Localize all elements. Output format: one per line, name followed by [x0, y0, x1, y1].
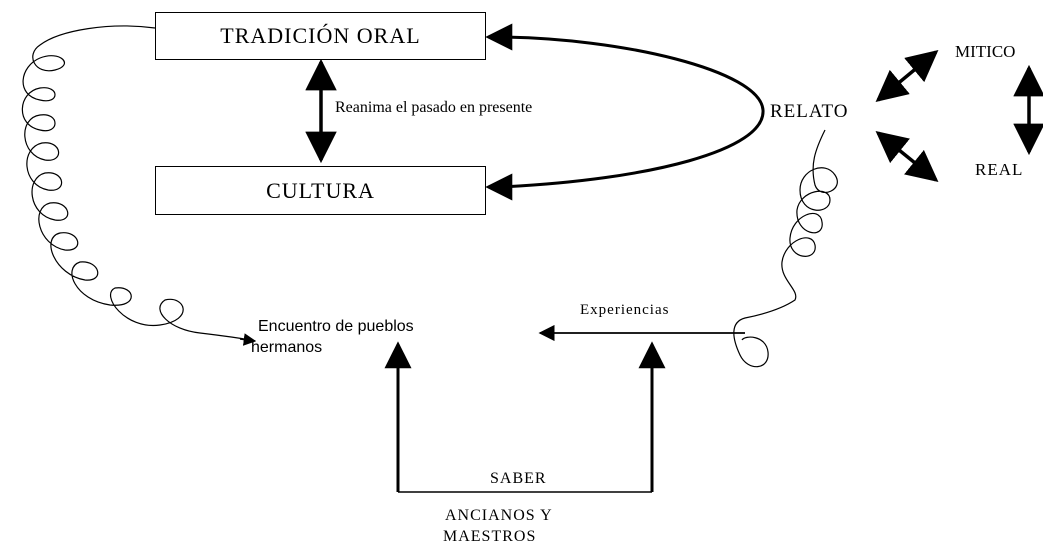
ancianos-label-line1: ANCIANOS Y — [445, 507, 553, 524]
ancianos-label-line2: MAESTROS — [443, 528, 537, 545]
cultura-box: CULTURA — [155, 166, 486, 215]
left-curve-arrow-end — [239, 333, 257, 346]
experiencias-label: Experiencias — [580, 302, 670, 318]
relato-label: RELATO — [770, 101, 849, 122]
mitico-label: MITICO — [955, 42, 1016, 61]
tradicion-oral-box: TRADICIÓN ORAL — [155, 12, 486, 60]
right-spiral-curve — [733, 129, 838, 368]
relato-real-arrow — [875, 131, 939, 182]
left-spiral-curve — [21, 25, 251, 341]
encuentro-label-line1: Encuentro de pueblos — [258, 318, 414, 335]
relato-loop — [499, 35, 765, 189]
cultura-label: CULTURA — [266, 177, 375, 203]
reanima-label: Reanima el pasado en presente — [335, 99, 533, 116]
encuentro-label-line2: hermanos — [251, 339, 323, 356]
relato-mitico-arrow — [875, 49, 939, 103]
tradicion-oral-label: TRADICIÓN ORAL — [220, 23, 421, 48]
saber-label: SABER — [490, 470, 547, 487]
real-label: REAL — [975, 160, 1024, 179]
